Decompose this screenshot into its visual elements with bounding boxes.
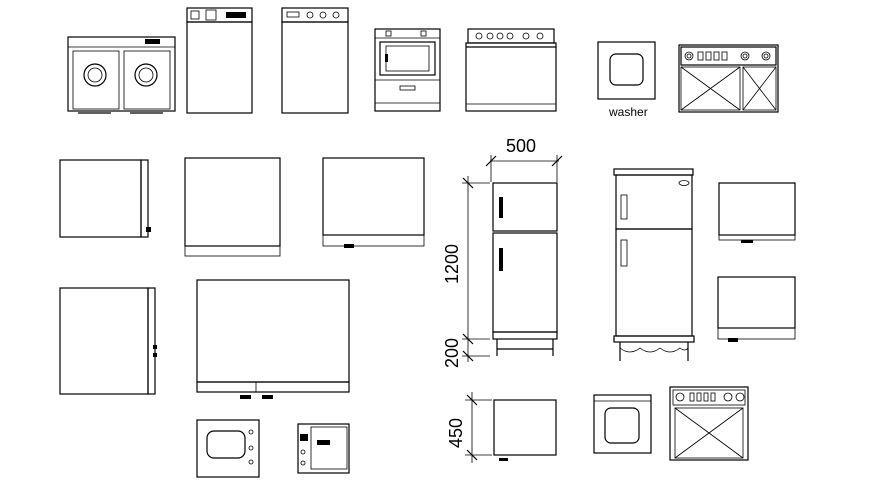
stacked-control-unit-bottom [669,386,749,461]
refrigerator-dimensioned [492,182,558,356]
top-load-washer-1 [186,7,253,114]
refrigerator-2 [613,168,695,361]
cabinet-dimensioned-450: 450 [446,392,557,463]
double-washer-unit [67,36,176,114]
oven-range [465,28,557,112]
small-sink-unit [196,419,260,478]
cabinet-front-view-2 [322,157,425,248]
cabinet-side-view-2 [59,287,157,395]
height-dimensions-fridge: 1200 200 [442,176,490,368]
cabinet-front-view-1 [184,157,281,257]
wall-cabinet-right-1 [718,182,796,243]
top-load-washer-2 [281,7,349,114]
width-dimension-500: 500 [485,136,563,182]
base-height-dim-text: 200 [442,338,462,368]
stacked-control-unit-top [678,44,779,113]
cabinet-height-dim-text: 450 [446,418,466,448]
fridge-height-dim-text: 1200 [442,244,462,284]
cabinet-side-view-1 [59,159,151,238]
base-cabinet-right-2 [717,276,796,342]
washer-plan-view-2 [593,394,652,454]
washer-plan-view: washer [597,41,656,119]
width-dim-text: 500 [506,136,536,156]
large-cabinet-front [196,279,350,399]
small-sink-unit-2 [297,423,350,474]
dryer-with-window [374,28,441,112]
washer-label: washer [608,105,648,119]
